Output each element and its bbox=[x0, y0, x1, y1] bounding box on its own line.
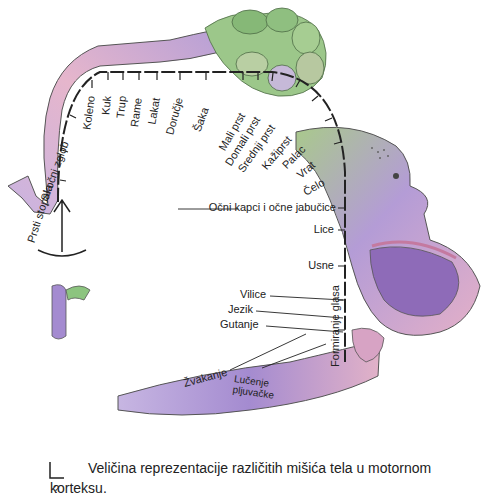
small-figure bbox=[66, 286, 90, 300]
body-part-label: Lakat bbox=[145, 97, 162, 126]
lips-figure bbox=[372, 242, 456, 258]
body-part-label: Šaka bbox=[191, 106, 212, 134]
body-part-label: Vilice bbox=[240, 288, 266, 301]
body-part-label: Očni kapci i očne jabučice bbox=[209, 201, 336, 214]
body-part-label: Jezik bbox=[228, 303, 253, 316]
tongue-figure bbox=[352, 328, 384, 362]
body-part-label: Trup bbox=[114, 95, 129, 118]
leg-figure bbox=[8, 30, 220, 214]
small-figure bbox=[52, 285, 66, 339]
hand-figure bbox=[205, 8, 326, 96]
arc-ticks bbox=[60, 72, 345, 330]
side-symbols bbox=[38, 200, 86, 478]
body-part-label: Doručje bbox=[163, 96, 185, 136]
body-part-label: Kuk bbox=[99, 95, 114, 115]
body-part-label: Lice bbox=[314, 223, 334, 236]
leader-lines bbox=[178, 209, 343, 370]
eye-figure bbox=[393, 173, 399, 179]
body-part-label: Koleno bbox=[80, 95, 98, 131]
figure-caption: Veličina reprezentacije različitih mišić… bbox=[50, 458, 490, 498]
question-mark: ? bbox=[53, 483, 59, 496]
brow-dots bbox=[371, 147, 389, 159]
head-figure bbox=[296, 127, 480, 335]
mouth-figure bbox=[370, 247, 459, 316]
body-part-label: Usne bbox=[308, 259, 334, 272]
body-part-label: Rame bbox=[128, 97, 145, 128]
body-part-label: Gutanje bbox=[220, 318, 259, 331]
cortex-arc bbox=[58, 72, 345, 362]
body-part-label: Formiranje glasa bbox=[329, 285, 342, 367]
